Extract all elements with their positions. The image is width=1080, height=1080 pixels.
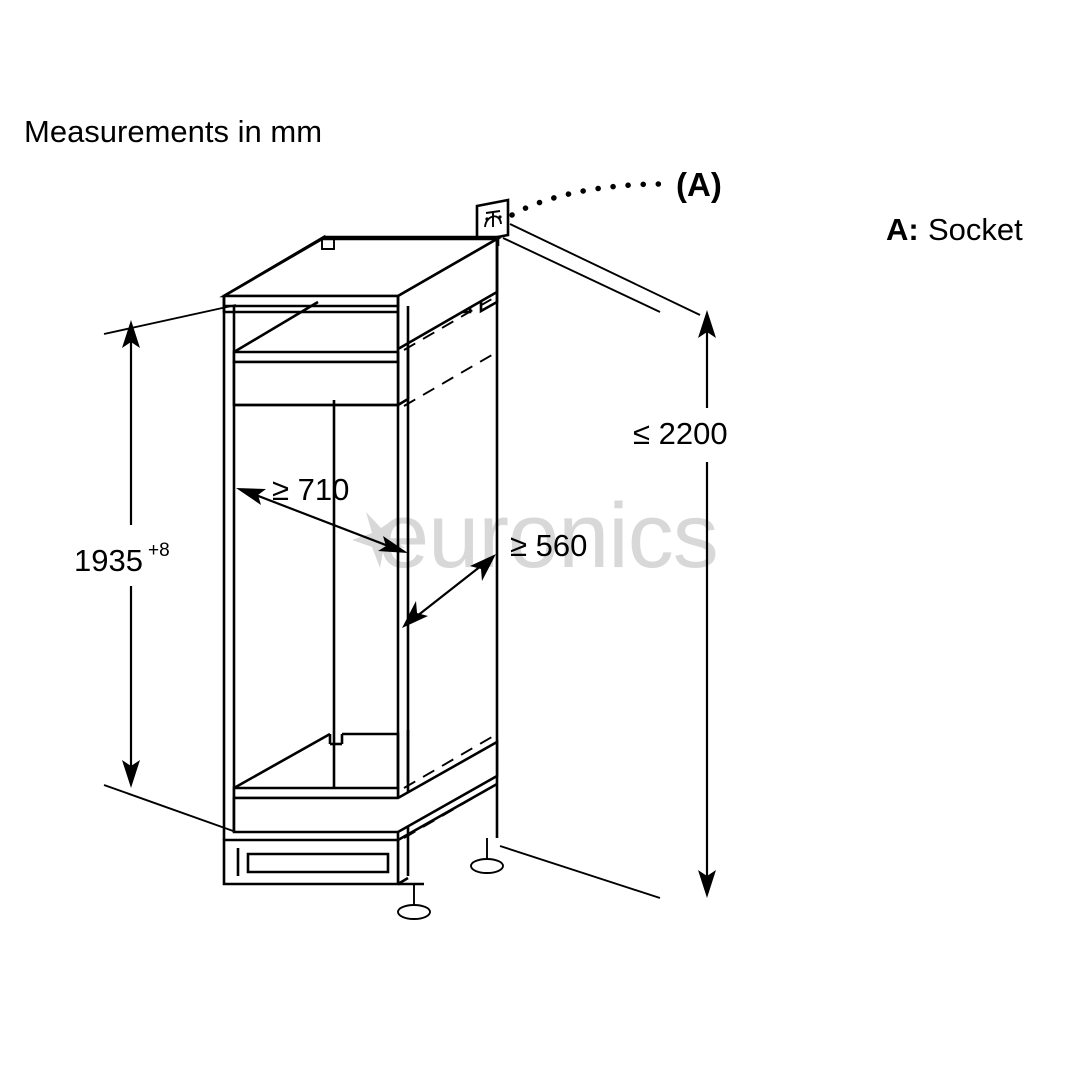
cabinet-hidden-floor-1: [403, 733, 498, 789]
callout-solid-leader: [509, 223, 701, 316]
dim-max-arrow-bottom: [698, 870, 716, 898]
dim-height-arrow-top: [122, 320, 140, 348]
cabinet-foot-rear: [470, 838, 504, 874]
dim-max-ext-top: [502, 237, 661, 313]
dimension-niche-depth: ≥ 710: [236, 472, 408, 553]
cabinet-plinth-top-right: [397, 782, 498, 842]
cabinet-floor-back-left: [233, 732, 331, 790]
dimension-niche-width: ≥ 560: [402, 528, 587, 628]
dim-max-label: ≤ 2200: [633, 416, 728, 451]
cabinet-floor-front-band: [232, 786, 400, 800]
cabinet-top-rail-front: [232, 350, 400, 364]
watermark-text: euronics: [378, 485, 718, 587]
dim-depth-arrow-right: [378, 536, 408, 553]
cabinet-top-front-band: [222, 294, 400, 308]
dim-width-arrow-upper: [470, 554, 496, 581]
dimension-max-height: ≤ 2200: [499, 237, 728, 899]
dim-width-line: [411, 561, 487, 621]
dim-height-ext-bottom: [103, 784, 237, 833]
cabinet-plinth-recess: [246, 852, 390, 874]
cabinet-top-rail-corner: [397, 397, 409, 407]
cabinet-top-rail-face: [232, 360, 400, 407]
cabinet-top-rail-left-edge: [233, 300, 319, 354]
watermark-star-icon: [352, 512, 405, 568]
dim-depth-line: [247, 490, 397, 551]
legend-value-a: Socket: [928, 212, 1023, 247]
callout-label-a: (A): [676, 166, 722, 203]
dimension-niche-height: 1935 +8: [74, 304, 237, 833]
dim-height-ext-top: [103, 304, 237, 335]
dim-depth-arrow-left: [236, 488, 266, 505]
dim-width-label: ≥ 560: [510, 528, 587, 563]
cabinet-hidden-top-1: [403, 295, 498, 351]
socket-icon: [475, 198, 510, 243]
cabinet-top-notch: [321, 239, 335, 250]
dim-height-label: 1935: [74, 543, 143, 578]
dim-depth-label: ≥ 710: [272, 472, 349, 507]
dim-max-arrow-top: [698, 310, 716, 338]
page-title: Measurements in mm: [24, 114, 322, 149]
dim-max-ext-bottom: [499, 845, 661, 899]
socket-callout: (A): [475, 166, 722, 316]
dim-width-arrow-lower: [402, 601, 428, 628]
cabinet-hidden-top-2: [403, 351, 498, 407]
cabinet-drawing: [219, 234, 504, 920]
watermark: euronics: [352, 485, 719, 587]
legend: A: Socket: [886, 212, 1023, 247]
dim-height-tolerance: +8: [148, 540, 170, 561]
cabinet-floor-back-right: [342, 732, 400, 788]
callout-dotted-leader: [509, 181, 666, 218]
dim-height-arrow-bottom: [122, 760, 140, 788]
legend-key-a: A:: [886, 212, 919, 247]
cabinet-foot-front: [397, 884, 431, 920]
